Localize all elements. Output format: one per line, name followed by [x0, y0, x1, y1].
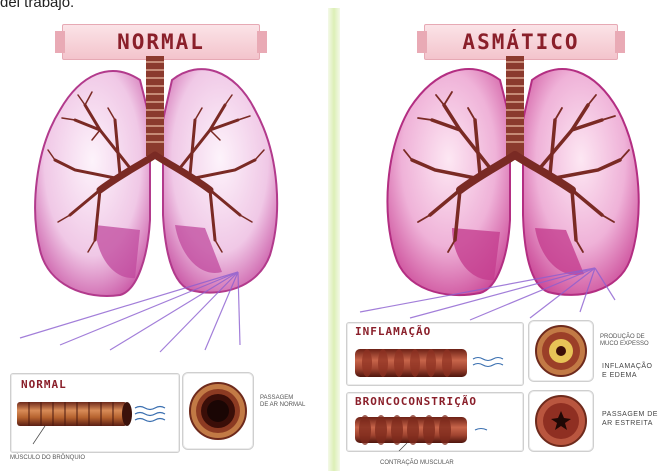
normal-inset-title: NORMAL	[19, 378, 69, 391]
constricted-cross-section	[529, 391, 593, 451]
inflamed-cross-section	[529, 321, 593, 381]
inflammation-inset: INFLAMAÇÃO	[346, 322, 524, 386]
normal-panel: NORMAL	[0, 0, 328, 471]
bronchoconstriction-inset: BRONCOCONSTRIÇÃO	[346, 392, 524, 452]
constricted-cross-section-inset	[528, 390, 594, 452]
inflammation-cross-section-inset	[528, 320, 594, 382]
panel-divider	[328, 8, 340, 471]
normal-cross-section	[183, 373, 253, 449]
inflammation-edema-note: INFLAMAÇÃO E EDEMA	[602, 362, 653, 380]
normal-cross-section-inset	[182, 372, 254, 450]
trachea	[146, 56, 164, 156]
inflammation-title: INFLAMAÇÃO	[353, 325, 433, 338]
narrow-air-passage-note: PASSAGEM DE AR ESTREITA	[602, 410, 658, 428]
mucus-production-note: PRODUÇÃO DE MUCO EXPESSO	[600, 334, 649, 348]
normal-air-passage-note: PASSAGEM DE AR NORMAL	[260, 395, 305, 409]
asthmatic-panel: ASMÁTICO	[340, 0, 672, 471]
asthmatic-trachea	[506, 56, 524, 156]
bronchus-muscle-note: MÚSCULO DO BRÔNQUIO	[10, 455, 85, 462]
muscle-contraction-note: CONTRAÇÃO MUSCULAR	[380, 460, 454, 467]
asthmatic-right-lung	[523, 69, 639, 295]
normal-airway-inset: NORMAL	[10, 373, 180, 453]
bronchoconstriction-title: BRONCOCONSTRIÇÃO	[353, 395, 479, 408]
right-lung	[163, 69, 277, 293]
